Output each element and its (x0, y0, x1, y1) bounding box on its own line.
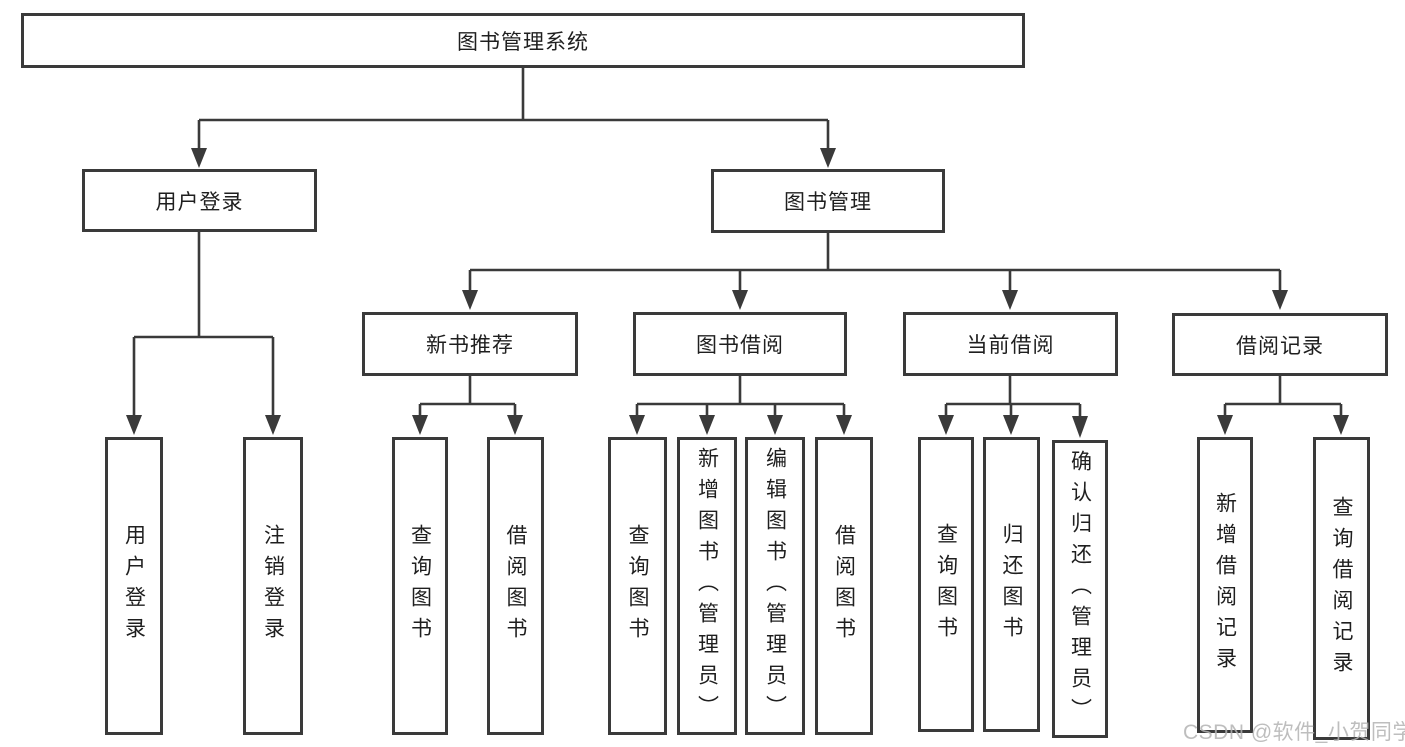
leaf-label: 编辑图书（管理员） (763, 446, 787, 726)
leaf-user-login: 用户登录 (105, 437, 163, 735)
leaf-borrow-books-recommend: 借阅图书 (487, 437, 544, 735)
leaf-label: 查询图书 (934, 522, 958, 647)
node-current-borrowing: 当前借阅 (903, 312, 1118, 376)
leaf-return-books: 归还图书 (983, 437, 1040, 732)
leaf-label: 查询图书 (408, 524, 432, 648)
leaf-add-books-admin: 新增图书（管理员） (677, 437, 737, 735)
leaf-label: 归还图书 (1000, 522, 1023, 647)
leaf-label: 借阅图书 (832, 524, 856, 648)
node-label: 图书借阅 (696, 334, 784, 357)
node-label: 新书推荐 (426, 334, 514, 357)
leaf-label: 新增图书（管理员） (695, 446, 719, 726)
node-label: 借阅记录 (1236, 334, 1324, 358)
leaf-label: 查询借阅记录 (1330, 495, 1353, 682)
node-book-management: 图书管理 (711, 169, 945, 233)
leaf-label: 注销登录 (261, 524, 285, 648)
leaf-label: 借阅图书 (504, 524, 527, 648)
node-borrowing-records: 借阅记录 (1172, 313, 1388, 376)
leaf-add-borrow-record: 新增借阅记录 (1197, 437, 1253, 733)
leaf-logout-login: 注销登录 (243, 437, 303, 735)
leaf-query-books-borrowing: 查询图书 (608, 437, 667, 735)
leaf-query-books-recommend: 查询图书 (392, 437, 448, 735)
node-label: 图书管理 (784, 191, 872, 214)
leaf-confirm-return-admin: 确认归还（管理员） (1052, 440, 1108, 738)
leaf-label: 新增借阅记录 (1213, 492, 1237, 678)
leaf-borrow-books: 借阅图书 (815, 437, 873, 735)
node-book-borrowing: 图书借阅 (633, 312, 847, 376)
leaf-label: 确认归还（管理员） (1068, 449, 1092, 729)
leaf-query-books-current: 查询图书 (918, 437, 974, 732)
node-label: 用户登录 (155, 190, 244, 214)
csdn-watermark: CSDN @软件_小贺同学 (1183, 721, 1405, 744)
node-new-book-recommend: 新书推荐 (362, 312, 578, 376)
leaf-label: 查询图书 (626, 524, 649, 648)
node-label: 图书管理系统 (457, 30, 589, 54)
leaf-label: 用户登录 (122, 524, 146, 648)
leaf-edit-books-admin: 编辑图书（管理员） (745, 437, 805, 735)
node-library-management-system: 图书管理系统 (21, 13, 1025, 68)
node-label: 当前借阅 (966, 334, 1055, 357)
node-user-login: 用户登录 (82, 169, 317, 232)
leaf-query-borrow-record: 查询借阅记录 (1313, 437, 1370, 740)
